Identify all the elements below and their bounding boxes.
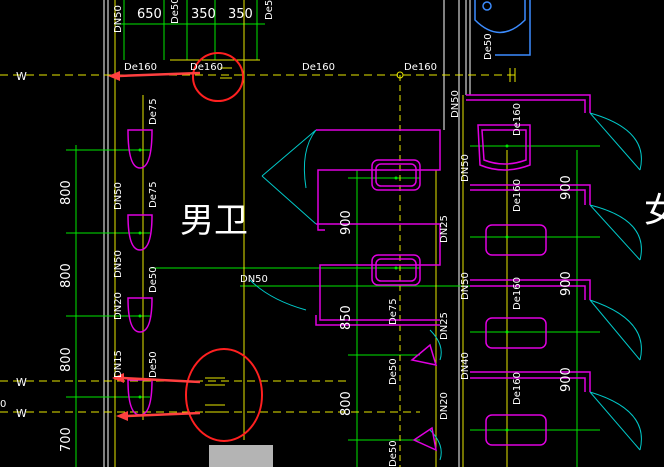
edge-zero: 0 [0, 399, 6, 410]
pipe-dn50-l1: DN50 [113, 182, 124, 210]
dim-left-4: 700 [59, 427, 74, 452]
w-label-3: W [16, 407, 27, 420]
pipe-de50-top2: De50 [264, 0, 275, 20]
pipe-dn40: DN40 [460, 352, 471, 380]
room-label-mens: 男卫 [180, 201, 248, 241]
column-block [209, 445, 273, 467]
pipe-de160-r2: De160 [512, 179, 523, 212]
pipe-de160-r1: De160 [512, 103, 523, 136]
dim-mid-1: 900 [339, 210, 354, 235]
walls [103, 0, 471, 467]
w-label-2: W [16, 376, 27, 389]
pipe-de75-2: De75 [148, 181, 159, 208]
w-label-1: W [16, 70, 27, 83]
pipe-de160-r4: De160 [512, 372, 523, 405]
dim-top-2: 350 [191, 7, 216, 22]
dim-right-1: 900 [559, 175, 574, 200]
pipe-de160-3: De160 [302, 62, 335, 73]
pipe-dn50-sink: De50 [483, 33, 494, 60]
flow-arrows [108, 71, 201, 421]
pipe-de75-1: De75 [148, 98, 159, 125]
wash-basin [474, 0, 531, 56]
pipe-de50-l2: De50 [148, 351, 159, 378]
dim-mid-2: 850 [339, 305, 354, 330]
dim-mid-3: 800 [339, 391, 354, 416]
pipe-dn25-1: DN25 [439, 215, 450, 243]
pipe-de50-l1: De50 [148, 266, 159, 293]
highlight-circle-top [192, 52, 244, 102]
dim-left-3: 800 [59, 347, 74, 372]
fixture-drains [138, 144, 509, 432]
pipe-dn50-r3: DN50 [460, 272, 471, 300]
pipe-dn50-r1: DN50 [450, 90, 461, 118]
door-swings [249, 112, 642, 461]
pipe-de160-r3: De160 [512, 277, 523, 310]
dim-left-2: 800 [59, 263, 74, 288]
pipe-dn20-r: DN20 [439, 392, 450, 420]
pipe-dn50-top: DN50 [113, 5, 124, 33]
pipe-dn50-l2: DN50 [113, 250, 124, 278]
pipe-node [396, 71, 404, 79]
pipe-dn15: DN15 [113, 350, 124, 378]
room-label-womens: 女 [644, 191, 664, 231]
dim-right-3: 900 [559, 367, 574, 392]
pipe-de75-mid: De75 [388, 298, 399, 325]
pipe-dn50-mid: DN50 [240, 274, 268, 285]
dimension-lines [66, 0, 600, 467]
pipe-de160-2: De160 [190, 62, 223, 73]
pipe-de160-4: De160 [404, 62, 437, 73]
fixtures [127, 94, 591, 452]
dim-top-3: 350 [228, 7, 253, 22]
pipe-de160-1: De160 [124, 62, 157, 73]
pipe-dn20: DN20 [113, 292, 124, 320]
dim-top-1: 650 [137, 7, 162, 22]
pipe-de50-mid: De50 [388, 358, 399, 385]
dim-left-1: 800 [59, 180, 74, 205]
highlight-circle-bottom [185, 348, 263, 442]
pipe-dn25-2: DN25 [439, 312, 450, 340]
dim-right-2: 900 [559, 271, 574, 296]
pipe-dn50-r2: DN50 [460, 154, 471, 182]
pipe-de50-mid2: De50 [388, 440, 399, 467]
pipe-de50-top1: De50 [170, 0, 181, 24]
